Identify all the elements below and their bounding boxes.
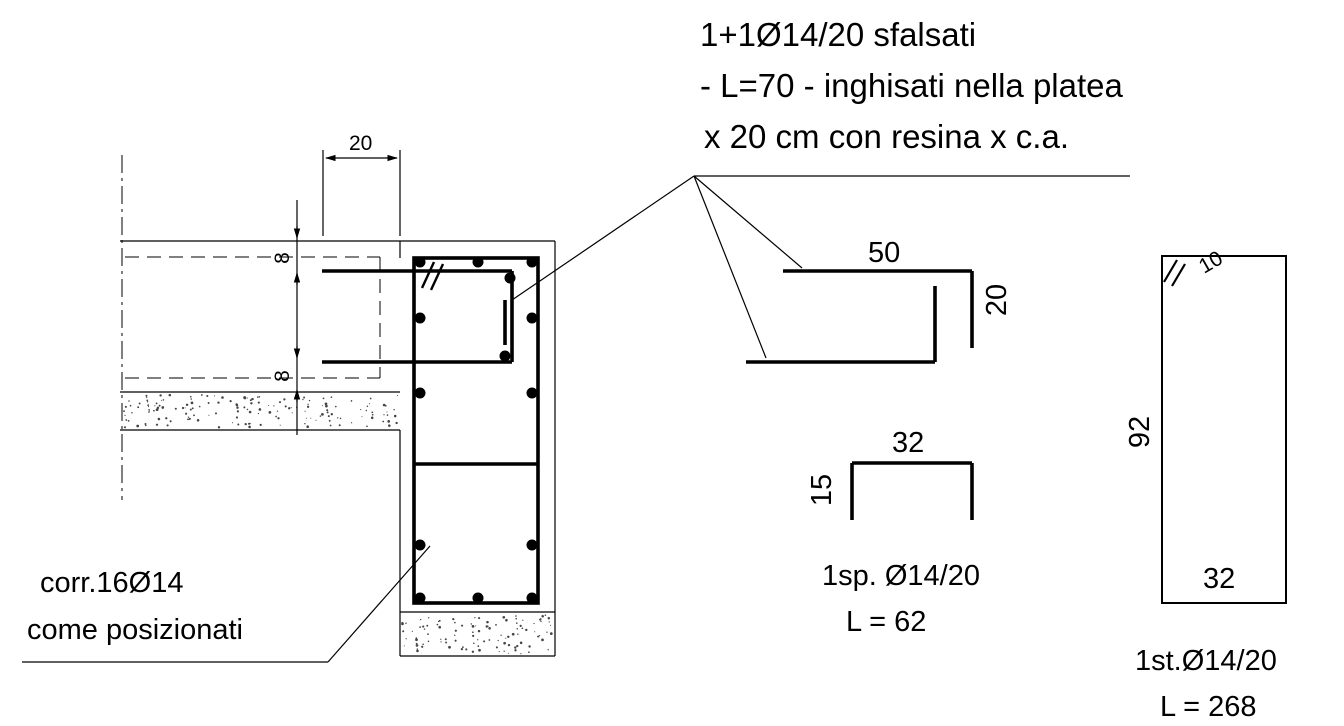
stirrup-shape	[1161, 255, 1287, 604]
section-outline	[120, 155, 556, 657]
note-corr-line1: corr.16Ø14	[40, 567, 183, 599]
spacer-shape	[850, 461, 974, 520]
stirrup-height-label: 92	[1124, 416, 1156, 448]
note-top-line3: x 20 cm con resina x c.a.	[704, 118, 1069, 155]
dim-8-upper-label: 8	[271, 252, 294, 264]
stirrup-hook-label: 10	[1195, 247, 1227, 279]
bar1-hook-label: 20	[981, 284, 1013, 316]
stirrup-length: L = 268	[1160, 691, 1257, 723]
stirrup-label: 1st.Ø14/20	[1135, 645, 1277, 677]
note-corr-leader	[22, 545, 431, 663]
dim-20-top-label: 20	[349, 132, 372, 155]
spacer-label: 1sp. Ø14/20	[822, 560, 980, 592]
note-top-line1: 1+1Ø14/20 sfalsati	[700, 16, 976, 53]
note-top-line2: - L=70 - inghisati nella platea	[700, 67, 1124, 104]
longitudinal-bars	[414, 256, 538, 604]
dimension-20-top	[322, 150, 401, 236]
note-top-leaders	[511, 175, 1130, 359]
bar1-length-label: 50	[868, 237, 900, 269]
lean-concrete-hatch	[123, 393, 553, 655]
note-corr-line2: come posizionati	[27, 614, 243, 646]
dim-8-lower-label: 8	[271, 370, 294, 382]
spacer-length-label: 32	[892, 427, 924, 459]
stirrup-width-label: 32	[1203, 563, 1235, 595]
bar-shape-1	[746, 269, 974, 364]
spacer-length: L = 62	[846, 606, 926, 638]
spacer-leg-label: 15	[806, 474, 838, 506]
